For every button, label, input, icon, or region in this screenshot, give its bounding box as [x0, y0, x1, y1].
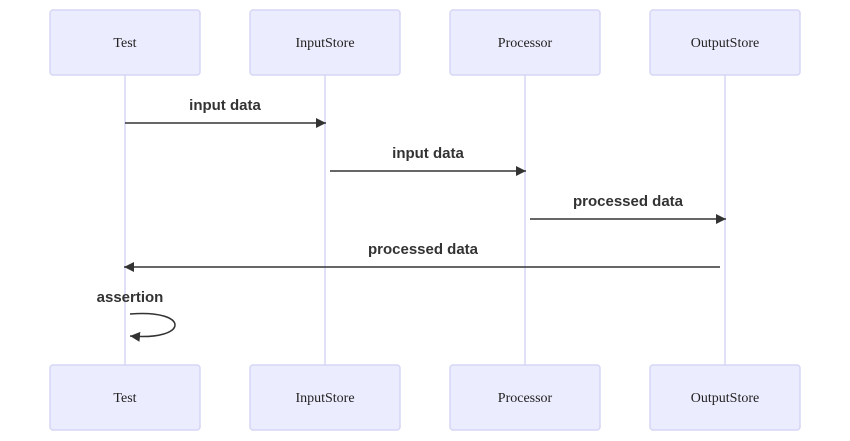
actor-label: InputStore: [295, 36, 354, 51]
actor-bottom-processor: Processor: [449, 364, 601, 431]
message-inputstore-to-processor: input data: [330, 145, 526, 176]
actor-bottom-inputstore: InputStore: [249, 364, 401, 431]
actor-bottom-test: Test: [49, 364, 201, 431]
actor-label: Test: [113, 36, 136, 51]
actor-label: OutputStore: [691, 391, 759, 406]
message-label: processed data: [573, 193, 684, 210]
message-label: processed data: [368, 241, 479, 258]
message-test-self: assertion: [97, 289, 176, 342]
message-test-to-inputstore: input data: [125, 97, 326, 128]
message-label: input data: [189, 97, 261, 114]
actor-label: Test: [113, 391, 136, 406]
actor-label: OutputStore: [691, 36, 759, 51]
actor-label: Processor: [498, 36, 553, 51]
message-label: assertion: [97, 289, 164, 306]
message-label: input data: [392, 145, 464, 162]
actor-top-outputstore: OutputStore: [649, 9, 801, 76]
actor-label: InputStore: [295, 391, 354, 406]
actor-top-processor: Processor: [449, 9, 601, 76]
message-processor-to-outputstore: processed data: [530, 193, 726, 224]
actor-bottom-outputstore: OutputStore: [649, 364, 801, 431]
actor-top-test: Test: [49, 9, 201, 76]
actor-label: Processor: [498, 391, 553, 406]
actor-top-inputstore: InputStore: [249, 9, 401, 76]
message-outputstore-to-test: processed data: [124, 241, 720, 272]
self-loop-arrow: [129, 312, 176, 342]
